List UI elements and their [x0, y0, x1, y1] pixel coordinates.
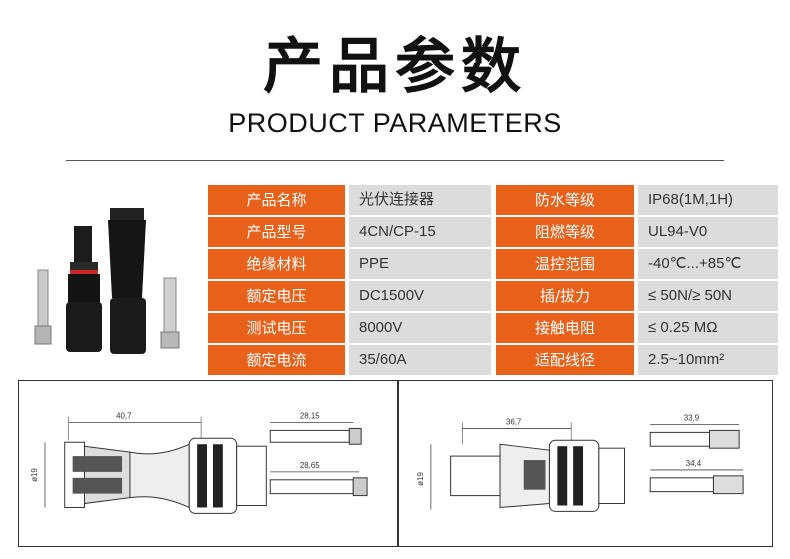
diameter-dimension: ø19 — [30, 468, 39, 482]
pin-bottom-dimension: 28,65 — [300, 461, 320, 470]
param-value: -40℃...+85℃ — [638, 249, 778, 279]
param-value: 4CN/CP-15 — [349, 217, 491, 247]
title-divider — [66, 160, 724, 161]
param-label: 绝缘材料 — [208, 249, 345, 279]
param-label: 适配线径 — [496, 345, 634, 375]
technical-drawings-panel: 40,7 ø19 28,15 28,65 36,7 ø19 — [18, 380, 773, 547]
pin-top-dimension: 33,9 — [684, 414, 700, 423]
length-dimension: 40,7 — [116, 412, 131, 421]
param-label: 产品型号 — [208, 217, 345, 247]
page-title: 产品参数 — [263, 32, 527, 102]
param-value: DC1500V — [349, 281, 491, 311]
param-value: 2.5~10mm² — [638, 345, 778, 375]
param-label: 额定电流 — [208, 345, 345, 375]
param-label: 接触电阻 — [496, 313, 634, 343]
param-value: 8000V — [349, 313, 491, 343]
param-value: 35/60A — [349, 345, 491, 375]
pin-top-dimension: 28,15 — [300, 412, 320, 421]
male-pin-image — [34, 269, 52, 345]
param-label: 额定电压 — [208, 281, 345, 311]
param-label: 防水等级 — [496, 185, 634, 215]
connector-product-photo — [34, 208, 180, 354]
param-value: ≤ 50N/≥ 50N — [638, 281, 778, 311]
param-label: 温控范围 — [496, 249, 634, 279]
param-value: IP68(1M,1H) — [638, 185, 778, 215]
param-value: ≤ 0.25 MΩ — [638, 313, 778, 343]
param-label: 测试电压 — [208, 313, 345, 343]
param-label: 阻燃等级 — [496, 217, 634, 247]
male-connector-image — [66, 226, 102, 352]
param-value: PPE — [349, 249, 491, 279]
male-connector-drawing: 40,7 ø19 28,15 28,65 — [30, 412, 368, 514]
param-value: UL94-V0 — [638, 217, 778, 247]
pin-bottom-dimension: 34,4 — [686, 459, 702, 468]
param-value: 光伏连接器 — [349, 185, 491, 215]
female-connector-image — [108, 208, 146, 354]
diameter-dimension: ø19 — [416, 472, 425, 486]
length-dimension: 36,7 — [506, 417, 521, 426]
female-pin-image — [160, 277, 180, 349]
param-label: 产品名称 — [208, 185, 345, 215]
drawing-divider — [397, 381, 399, 546]
page-subtitle: PRODUCT PARAMETERS — [228, 108, 562, 138]
female-connector-drawing: 36,7 ø19 33,9 34,4 — [416, 414, 744, 512]
param-label: 插/拔力 — [496, 281, 634, 311]
